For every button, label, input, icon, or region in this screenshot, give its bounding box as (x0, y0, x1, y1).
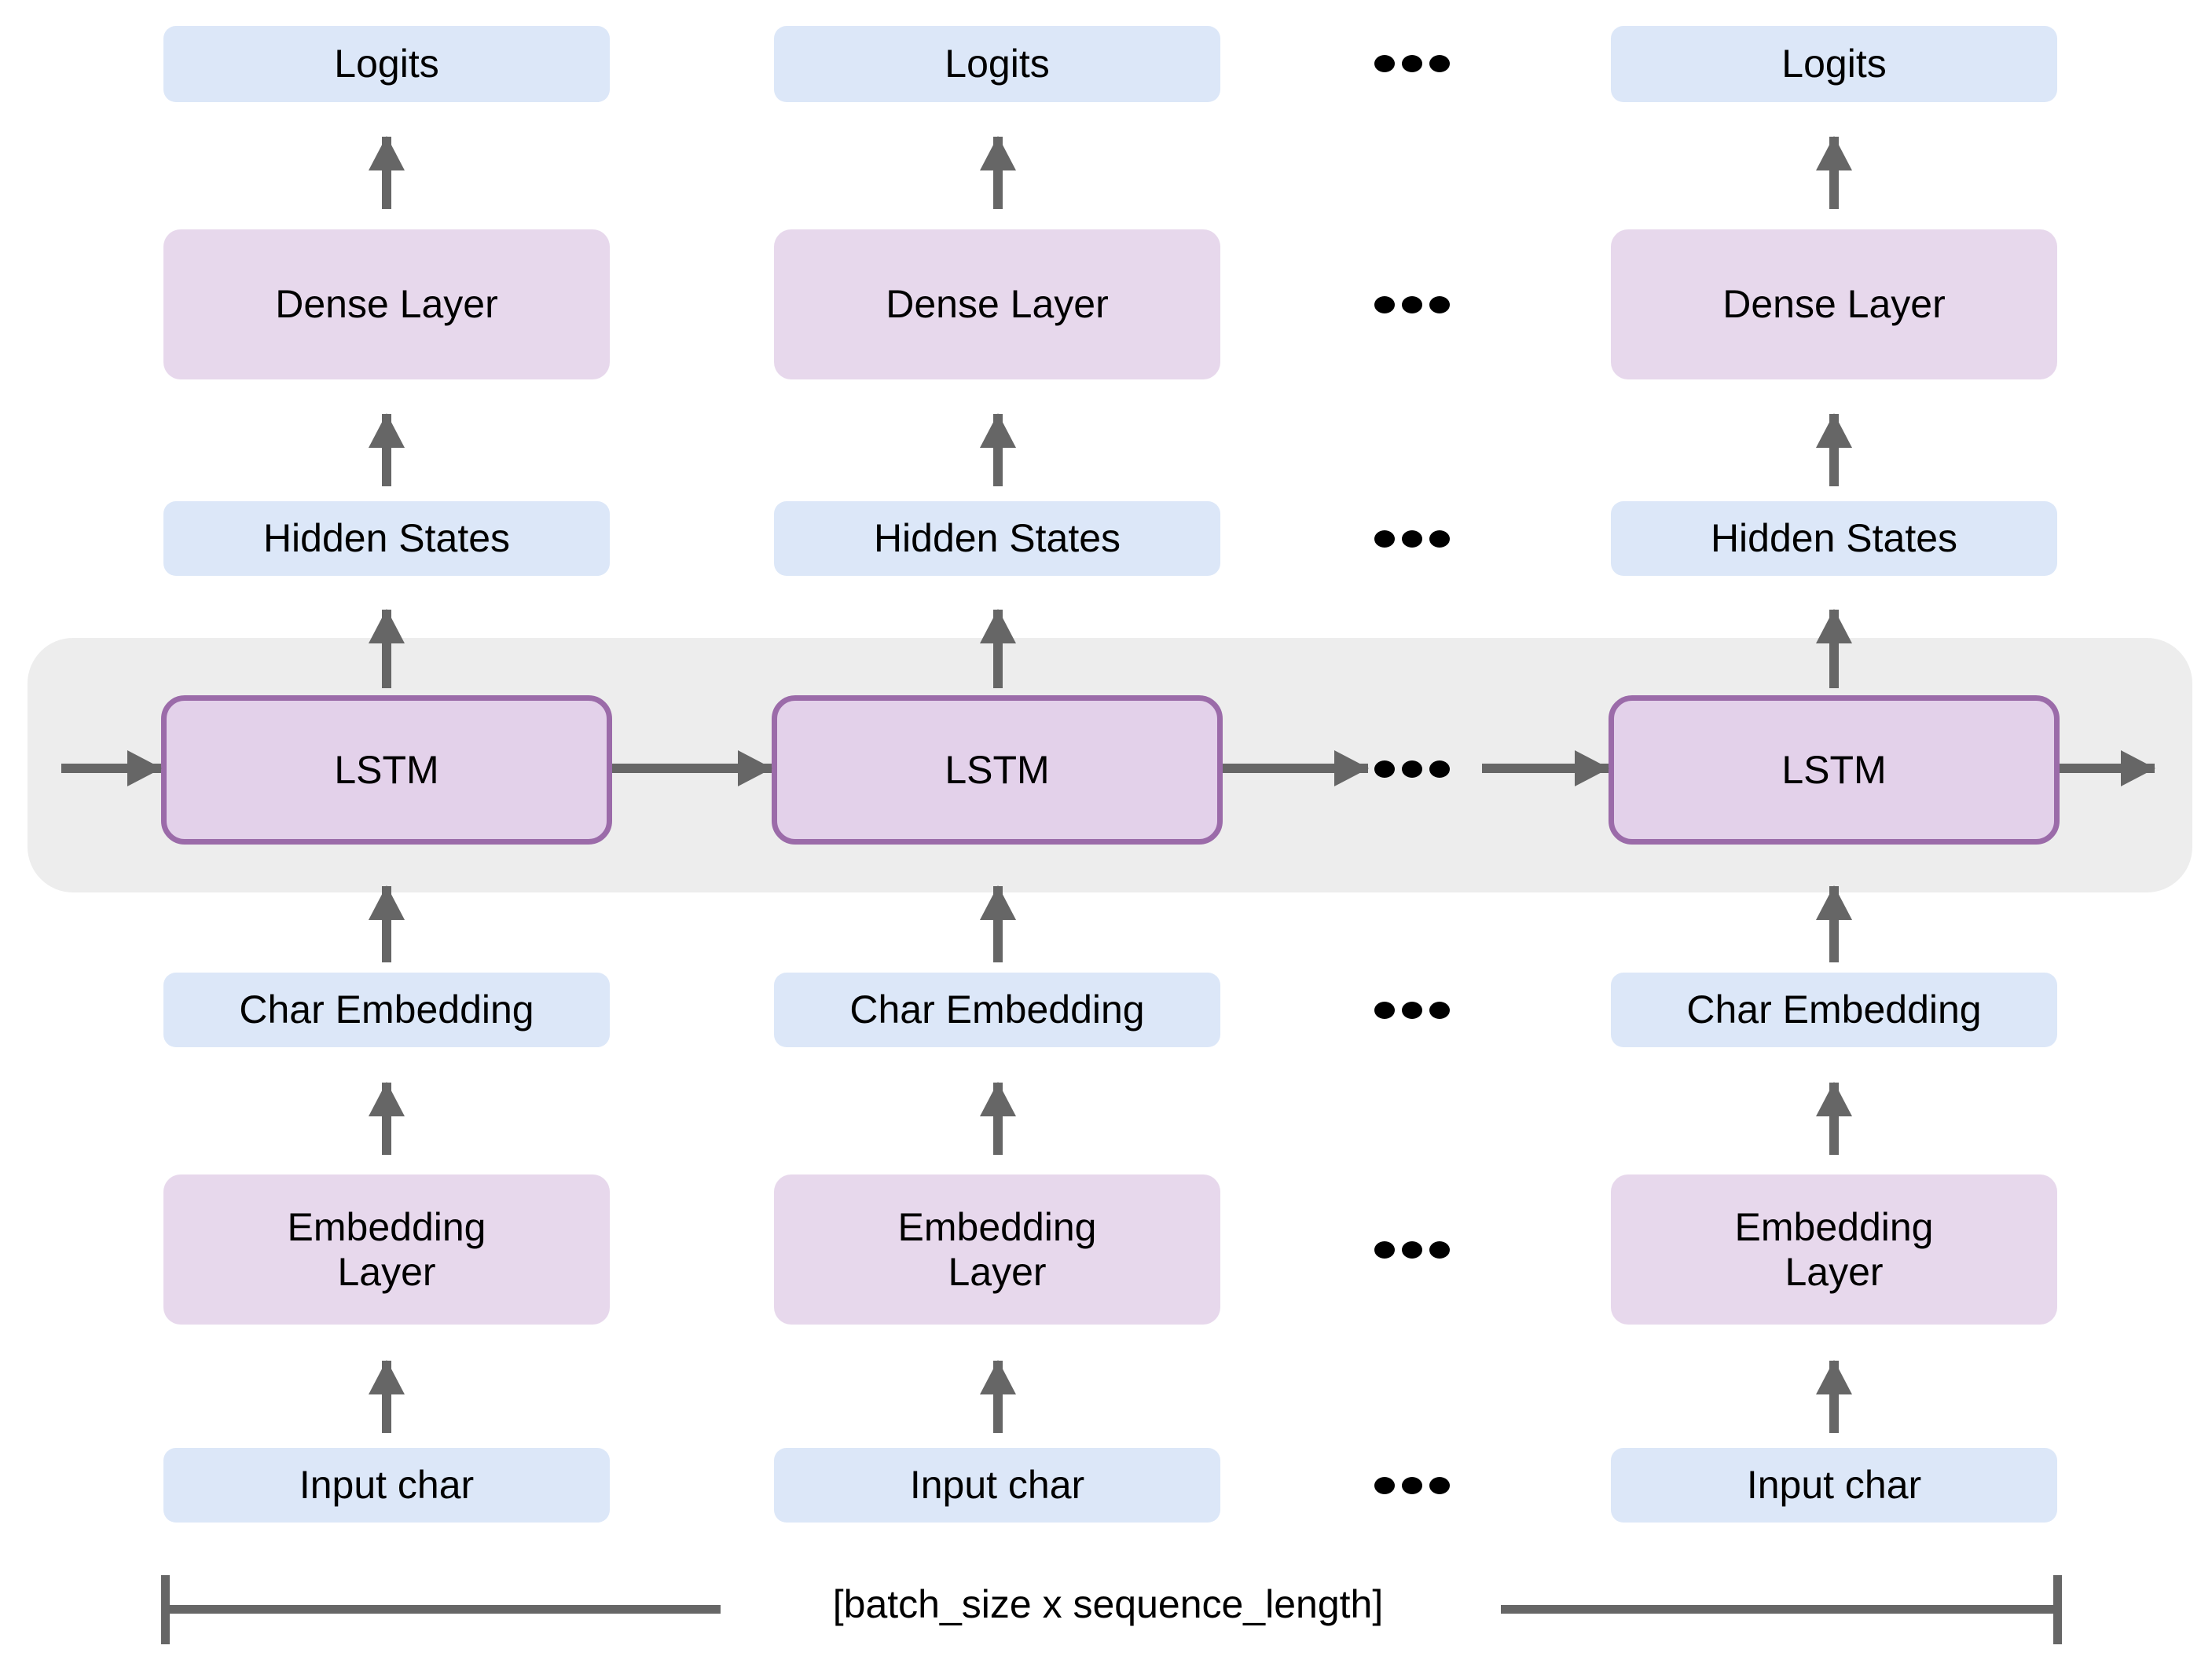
embedding-layer-line2: Layer (337, 1249, 436, 1294)
sequence-span-label: [batch_size x sequence_length] (832, 1582, 1384, 1626)
logits-box-t2[interactable]: Logits (1611, 26, 2057, 102)
ellipsis-hidden-states-row (1374, 529, 1450, 549)
hidden-states-box-t0[interactable]: Hidden States (163, 501, 610, 576)
logits-box-t1[interactable]: Logits (774, 26, 1220, 102)
embedding-layer-box-t2[interactable]: Embedding Layer (1611, 1174, 2057, 1325)
input-char-box-t1[interactable]: Input char (774, 1448, 1220, 1523)
hidden-states-box-t2[interactable]: Hidden States (1611, 501, 2057, 576)
embedding-layer-line1: Embedding (897, 1204, 1097, 1249)
ellipsis-lstm-row (1374, 759, 1450, 779)
lstm-cell-t0[interactable]: LSTM (161, 695, 612, 845)
embedding-layer-box-t0[interactable]: Embedding Layer (163, 1174, 610, 1325)
char-embedding-box-t0[interactable]: Char Embedding (163, 973, 610, 1047)
logits-box-t0[interactable]: Logits (163, 26, 610, 102)
embedding-layer-line2: Layer (1785, 1249, 1884, 1294)
embedding-layer-line1: Embedding (1734, 1204, 1934, 1249)
dense-layer-box-t0[interactable]: Dense Layer (163, 229, 610, 379)
ellipsis-logits-row (1374, 53, 1450, 74)
dense-layer-box-t2[interactable]: Dense Layer (1611, 229, 2057, 379)
embedding-layer-line1: Embedding (287, 1204, 486, 1249)
lstm-cell-t1[interactable]: LSTM (772, 695, 1223, 845)
ellipsis-input-char-row (1374, 1475, 1450, 1496)
ellipsis-embedding-layer-row (1374, 1240, 1450, 1260)
dense-layer-box-t1[interactable]: Dense Layer (774, 229, 1220, 379)
char-embedding-box-t1[interactable]: Char Embedding (774, 973, 1220, 1047)
caliper-right-line (1501, 1605, 2057, 1614)
input-char-box-t0[interactable]: Input char (163, 1448, 610, 1523)
ellipsis-dense-layer-row (1374, 295, 1450, 315)
input-char-box-t2[interactable]: Input char (1611, 1448, 2057, 1523)
char-embedding-box-t2[interactable]: Char Embedding (1611, 973, 2057, 1047)
embedding-layer-line2: Layer (948, 1249, 1047, 1294)
lstm-cell-t2[interactable]: LSTM (1609, 695, 2060, 845)
hidden-states-box-t1[interactable]: Hidden States (774, 501, 1220, 576)
embedding-layer-box-t1[interactable]: Embedding Layer (774, 1174, 1220, 1325)
ellipsis-char-embedding-row (1374, 1000, 1450, 1021)
caliper-left-line (161, 1605, 721, 1614)
caliper-right-tick (2053, 1575, 2062, 1644)
